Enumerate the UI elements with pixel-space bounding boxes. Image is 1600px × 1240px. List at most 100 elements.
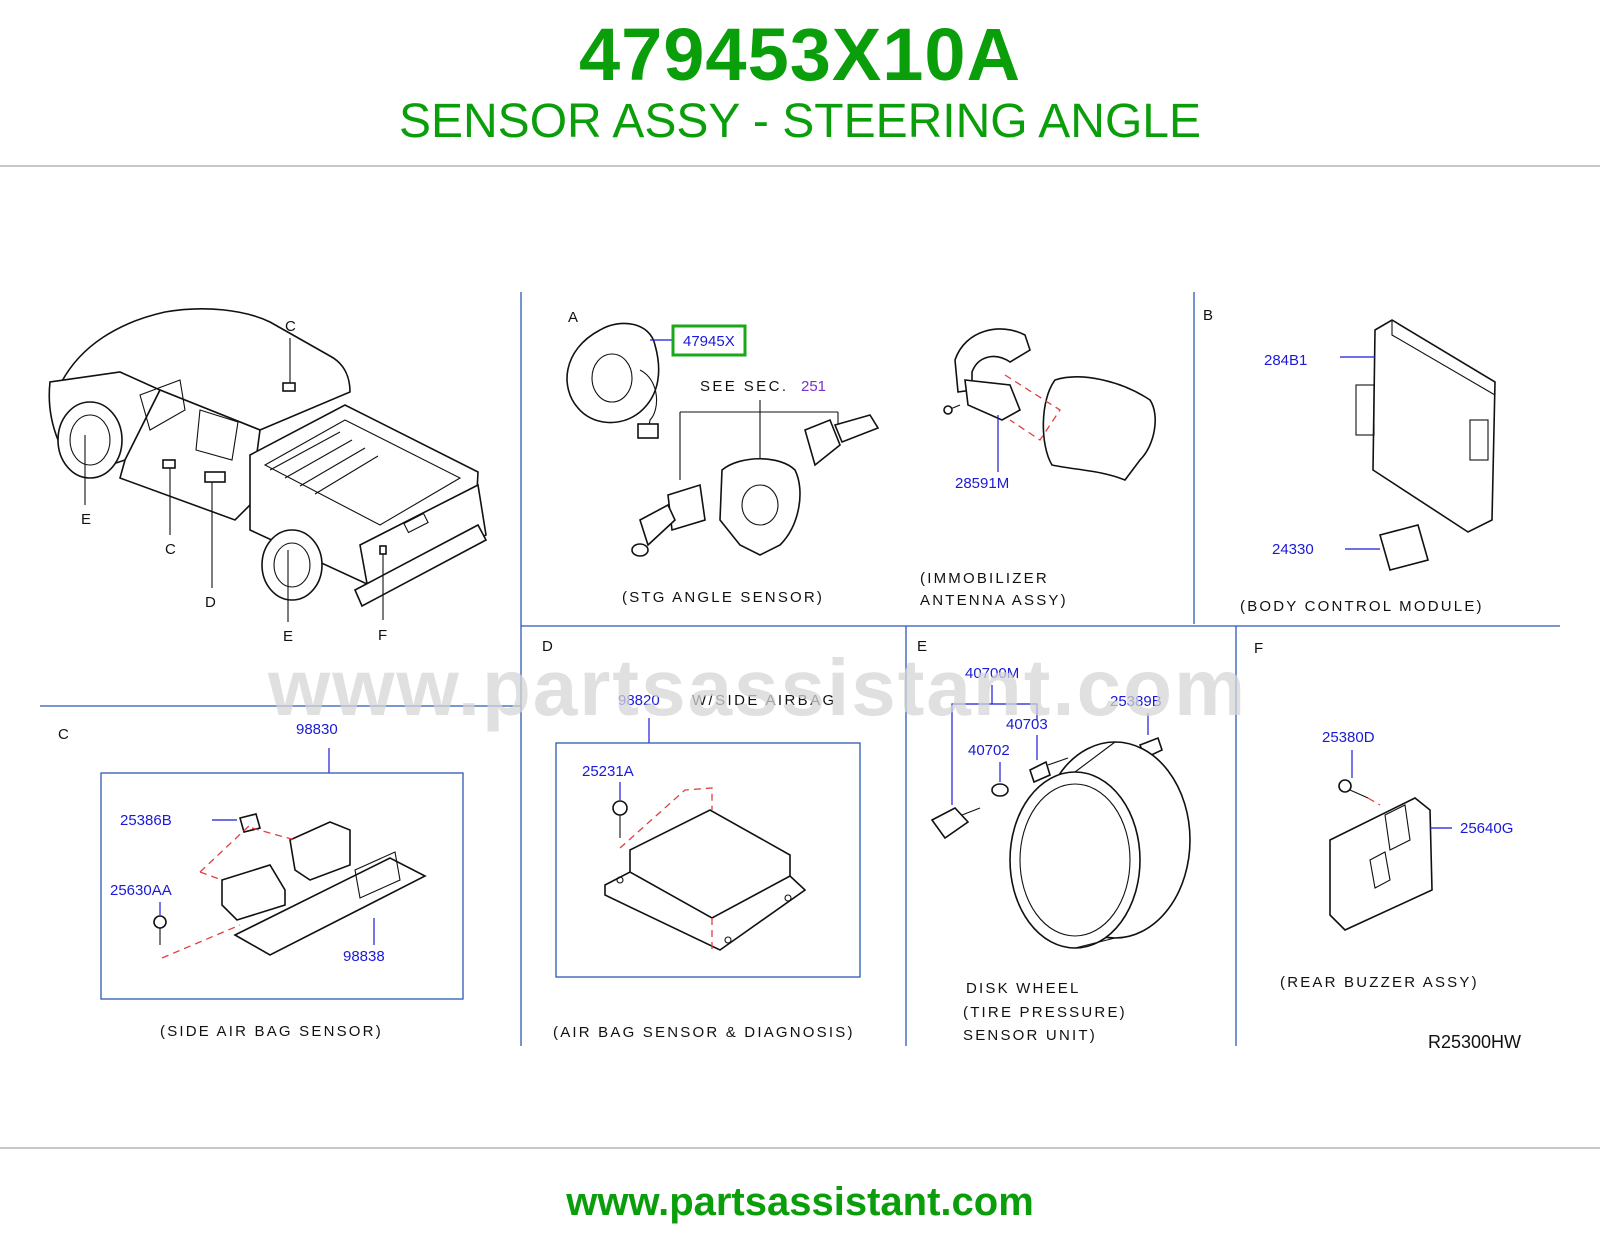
- vehicle-overview: C C D E E F: [48, 308, 488, 645]
- panel-f-rear-buzzer: F 25380D 25640G (REAR BUZZER ASSY): [1254, 640, 1513, 991]
- truck-wheel-rear: [261, 529, 323, 601]
- part-number-98820[interactable]: 98820: [618, 692, 660, 709]
- panel-b-caption: (BODY CONTROL MODULE): [1240, 598, 1484, 615]
- body-control-module-edge: [1391, 320, 1496, 396]
- part-number-25231a[interactable]: 25231A: [582, 763, 634, 780]
- panel-f-letter: F: [1254, 640, 1266, 657]
- panel-e-caption-line1: DISK WHEEL: [966, 980, 1081, 997]
- truck-cab-roof: [58, 308, 351, 431]
- wiper-switch-tip: [631, 543, 649, 557]
- truck-wheel-rear-hub: [273, 542, 311, 588]
- wiper-switch-lever: [639, 503, 676, 547]
- header: 479453X10A SENSOR ASSY - STEERING ANGLE: [0, 0, 1600, 170]
- part-number-25380d[interactable]: 25380D: [1322, 729, 1375, 746]
- immobilizer-caption-line1: (IMMOBILIZER: [920, 570, 1049, 587]
- truck-bumper: [353, 523, 488, 608]
- body-control-module-bracket: [1355, 384, 1375, 436]
- marker-d-floor: [204, 471, 226, 483]
- part-number-40703[interactable]: 40703: [1006, 716, 1048, 733]
- body-control-module-case: [1372, 319, 1496, 533]
- part-number-25389b[interactable]: 25389B: [1110, 693, 1162, 710]
- part-number-28591m[interactable]: 28591M: [955, 475, 1009, 492]
- rear-buzzer-clip: [1369, 851, 1391, 889]
- truck-wheel-front-hub: [69, 414, 111, 466]
- side-airbag-sensor-body: [221, 864, 286, 921]
- truck-bed-ribs: [269, 431, 379, 495]
- truck-bed-inner: [263, 419, 462, 526]
- truck-tailgate-handle: [403, 512, 429, 534]
- tpms-grommet-40702: [991, 783, 1009, 797]
- part-number-284b1[interactable]: 284B1: [1264, 352, 1307, 369]
- vehicle-label-c-top: C: [285, 318, 298, 335]
- marker-c-door: [162, 459, 176, 469]
- part-number-47945x[interactable]: 47945X: [683, 333, 735, 350]
- disk-wheel-edges: [1074, 741, 1116, 949]
- vehicle-label-d: D: [205, 594, 218, 611]
- panel-e-caption-line3: SENSOR UNIT): [963, 1027, 1097, 1044]
- part-number-98838[interactable]: 98838: [343, 948, 385, 965]
- tpms-sensor-stem: [961, 807, 981, 816]
- side-airbag-bracket-98838: [233, 857, 427, 956]
- panel-immobilizer-antenna: 28591M (IMMOBILIZER ANTENNA ASSY): [920, 328, 1156, 609]
- watermark-text: www.partsassistant.com: [267, 643, 1247, 732]
- bolt-25630aa-head: [153, 915, 167, 929]
- panel-c-letter: C: [58, 726, 71, 743]
- panel-a-letter: A: [568, 309, 580, 326]
- panel-c-side-air-bag-sensor: C 98830 25386B 25630AA 98838 (SIDE AIR B…: [58, 721, 464, 1040]
- footer-divider: [0, 1147, 1600, 1149]
- bolt-25231a-head: [612, 800, 628, 816]
- panel-c-dash-guides: [161, 824, 296, 959]
- vehicle-label-f: F: [378, 627, 390, 644]
- leader-40700m: [951, 685, 1038, 805]
- panel-e-letter: E: [917, 638, 929, 655]
- diagram-code: R25300HW: [1428, 1032, 1521, 1052]
- see-sec-number[interactable]: 251: [801, 378, 826, 395]
- tpms-valve-link: [1047, 757, 1069, 766]
- panel-f-caption: (REAR BUZZER ASSY): [1280, 974, 1479, 991]
- part-number-25386b[interactable]: 25386B: [120, 812, 172, 829]
- panel-b-body-control-module: B 284B1 24330 (BODY CONTROL MODULE): [1203, 307, 1496, 615]
- steering-column-cover: [1042, 376, 1156, 481]
- part-number-98830[interactable]: 98830: [296, 721, 338, 738]
- see-sec-bracket: [679, 400, 839, 480]
- part-number-40700m[interactable]: 40700M: [965, 665, 1019, 682]
- footer-url-link[interactable]: www.partsassistant.com: [566, 1180, 1034, 1224]
- panel-d-letter: D: [542, 638, 555, 655]
- part-number-24330[interactable]: 24330: [1272, 541, 1314, 558]
- vehicle-label-c-side: C: [165, 541, 178, 558]
- panel-d-condition-label: W/SIDE AIRBAG: [692, 692, 837, 709]
- disk-wheel-rim: [1009, 771, 1141, 949]
- part-number-25640g[interactable]: 25640G: [1460, 820, 1513, 837]
- panel-e-tire-pressure-sensor: E 40700M 40703 40702 25389B DISK WHEEL (…: [917, 638, 1191, 1044]
- marker-c-roof: [282, 382, 296, 392]
- body-control-module-connector: [1469, 419, 1489, 461]
- tpms-sensor-body: [930, 807, 970, 840]
- highlight-box-47945x: [671, 324, 747, 357]
- nut-25386b: [239, 813, 261, 833]
- panel-e-caption-line2: (TIRE PRESSURE): [963, 1004, 1127, 1021]
- marker-f-rear: [379, 545, 387, 555]
- stg-angle-sensor-hole: [591, 353, 633, 403]
- airbag-control-bracket: [604, 871, 807, 951]
- panel-f-dash-guide: [1367, 797, 1381, 806]
- panel-a-stg-angle-sensor: A 47945X SEE SEC. 251 (STG ANGLE SENSOR): [566, 309, 880, 606]
- vehicle-label-e-rear: E: [283, 628, 295, 645]
- part-number-40702[interactable]: 40702: [968, 742, 1010, 759]
- panel-c-kit-box: [100, 772, 464, 1000]
- side-airbag-sensor-connector: [289, 821, 351, 881]
- truck-window-front: [139, 379, 186, 431]
- see-sec-label: SEE SEC.: [700, 378, 788, 395]
- rear-buzzer-tab: [1384, 804, 1411, 851]
- tpms-nut-40703: [1029, 760, 1051, 784]
- panel-d-caption: (AIR BAG SENSOR & DIAGNOSIS): [553, 1024, 855, 1041]
- part-number-25630aa[interactable]: 25630AA: [110, 882, 172, 899]
- truck-window-rear: [195, 409, 239, 461]
- bracket-hole-1: [616, 876, 624, 884]
- immobilizer-antenna-bracket: [964, 379, 1022, 421]
- bolt-25380d-shank: [1349, 789, 1369, 799]
- combination-switch-body: [719, 457, 801, 556]
- part-number-title: 479453X10A: [578, 13, 1022, 96]
- panel-c-caption: (SIDE AIR BAG SENSOR): [160, 1023, 383, 1040]
- light-switch-base: [804, 418, 841, 467]
